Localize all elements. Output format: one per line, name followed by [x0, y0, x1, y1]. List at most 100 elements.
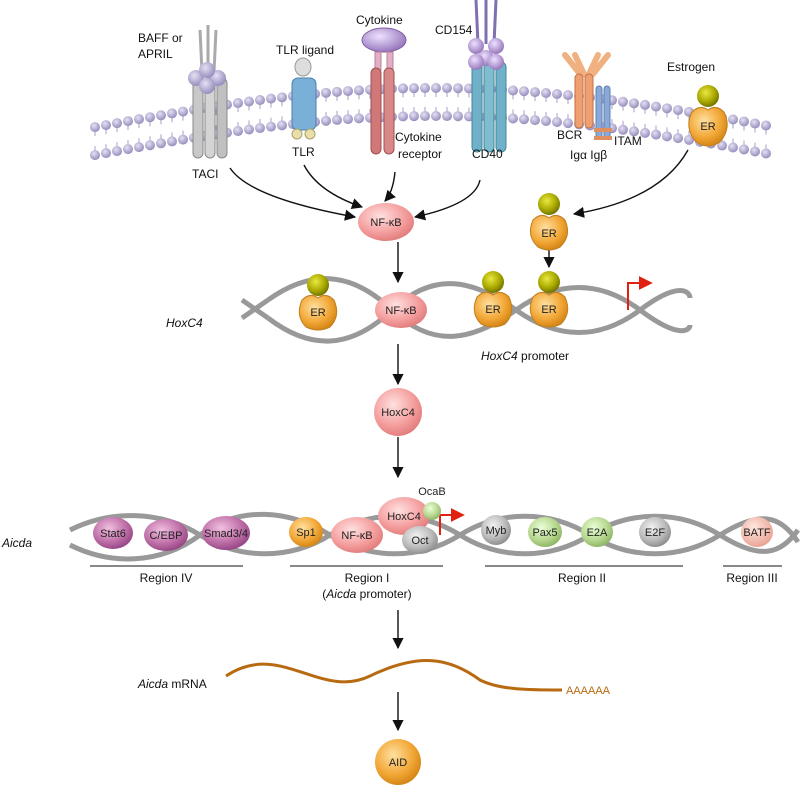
- lipid-head: [431, 111, 441, 122]
- lipid-head: [409, 111, 419, 122]
- hoxc4-promoter-nfkb: NF-κB: [375, 292, 427, 328]
- lipid-head: [508, 85, 518, 96]
- hoxc4-promoter-er-3: ER: [529, 271, 569, 328]
- cd40-arrow: [413, 179, 481, 221]
- lipid-head: [519, 114, 529, 125]
- lipid-head: [739, 144, 749, 155]
- factor-e2a: E2A: [581, 517, 613, 547]
- lipid-head: [552, 117, 562, 128]
- stat6-label: Stat6: [100, 528, 126, 540]
- hoxc4-promoter-er-1: ER: [298, 274, 338, 331]
- lipid-head: [112, 118, 122, 129]
- tlr-label: TLR: [292, 145, 315, 159]
- hoxc4-protein-node: HoxC4: [374, 388, 422, 436]
- lipid-head: [90, 150, 100, 161]
- aicda-dna-helix: [68, 511, 800, 562]
- lipid-head: [255, 95, 265, 106]
- lipid-head: [761, 148, 771, 159]
- lipid-head: [101, 148, 111, 159]
- lipid-head: [255, 123, 265, 134]
- lipid-head: [178, 134, 188, 145]
- lipid-head: [156, 138, 166, 149]
- factor-sp1: Sp1: [289, 517, 323, 547]
- smad-label: Smad3/4: [204, 528, 248, 540]
- lipid-head: [123, 116, 133, 127]
- lipid-head: [563, 118, 573, 129]
- factor-stat6: Stat6: [93, 517, 133, 549]
- hoxc4-protein-label: HoxC4: [381, 407, 415, 419]
- bcr-receptor: [562, 52, 612, 140]
- lipid-head: [123, 144, 133, 155]
- lipid-head: [354, 113, 364, 124]
- lipid-head: [453, 111, 463, 122]
- lipid-head: [673, 133, 683, 144]
- lipid-head: [651, 129, 661, 140]
- lipid-head: [662, 131, 672, 142]
- lipid-head: [651, 101, 661, 112]
- baff-label-line2: APRIL: [138, 47, 173, 61]
- lipid-head: [761, 120, 771, 131]
- lipid-head: [244, 96, 254, 107]
- region-iv-label: Region IV: [140, 571, 193, 585]
- sp1-label: Sp1: [296, 527, 316, 539]
- hoxc4-promoter-er-2: ER: [473, 271, 513, 328]
- hoxc4-node-nfkb: NF-κB: [385, 305, 416, 317]
- lipid-head: [420, 111, 430, 122]
- ocab-label: OcaB: [418, 486, 446, 498]
- baff-label-line1: BAFF or: [138, 31, 183, 45]
- lipid-head: [277, 120, 287, 131]
- er-signal-label: ER: [541, 228, 556, 240]
- factor-smad: Smad3/4: [202, 516, 250, 550]
- taci-receptor: [188, 25, 228, 159]
- lipid-head: [167, 108, 177, 119]
- cd40-receptor: [468, 0, 507, 153]
- membrane-er-complex: ER: [688, 85, 728, 147]
- factor-e2f: E2F: [639, 517, 671, 547]
- lipid-head: [662, 103, 672, 114]
- cytokine-label: Cytokine: [356, 13, 403, 27]
- aid-label: AID: [389, 757, 407, 769]
- tlr-receptor: [291, 57, 317, 140]
- lipid-head: [563, 90, 573, 101]
- lipid-head: [398, 83, 408, 94]
- taci-label: TACI: [192, 167, 218, 181]
- lipid-head: [717, 140, 727, 151]
- lipid-head: [321, 87, 331, 98]
- lipid-head: [398, 111, 408, 122]
- er-membrane-label: ER: [700, 121, 715, 133]
- region-i-label: Region I: [345, 571, 390, 585]
- lipid-head: [145, 112, 155, 123]
- receptor-labels: BAFF or APRIL TLR ligand Cytokine CD154 …: [138, 13, 715, 181]
- aicda-mrna-strand: [225, 659, 563, 692]
- lipid-head: [629, 98, 639, 109]
- hoxc4-gene-label: HoxC4: [166, 316, 203, 330]
- factor-myb: Myb: [481, 515, 511, 545]
- lipid-head: [343, 86, 353, 97]
- lipid-head: [233, 98, 243, 109]
- oct-label: Oct: [411, 535, 428, 547]
- er-signal-node: ER: [529, 193, 569, 251]
- tlr-arrow: [303, 164, 364, 210]
- lipid-head: [134, 142, 144, 153]
- e2a-label: E2A: [587, 527, 608, 539]
- hoxc4-node-er-1: ER: [310, 307, 325, 319]
- lipid-head: [673, 105, 683, 116]
- lipid-head: [728, 114, 738, 125]
- lipid-head: [431, 83, 441, 94]
- factor-ocab: OcaB: [418, 486, 446, 520]
- lipid-head: [640, 99, 650, 110]
- polya-tail-label: AAAAAA: [566, 685, 611, 697]
- hoxc4-node-er-2: ER: [485, 304, 500, 316]
- cd40-label: CD40: [472, 147, 503, 161]
- lipid-head: [508, 113, 518, 124]
- lipid-head: [739, 116, 749, 127]
- lipid-head: [618, 96, 628, 107]
- lipid-head: [145, 140, 155, 151]
- taci-arrow: [229, 167, 357, 221]
- pax5-label: Pax5: [532, 527, 557, 539]
- cebp-label: C/EBP: [149, 530, 182, 542]
- lipid-head: [728, 142, 738, 153]
- region-ii-label: Region II: [558, 571, 606, 585]
